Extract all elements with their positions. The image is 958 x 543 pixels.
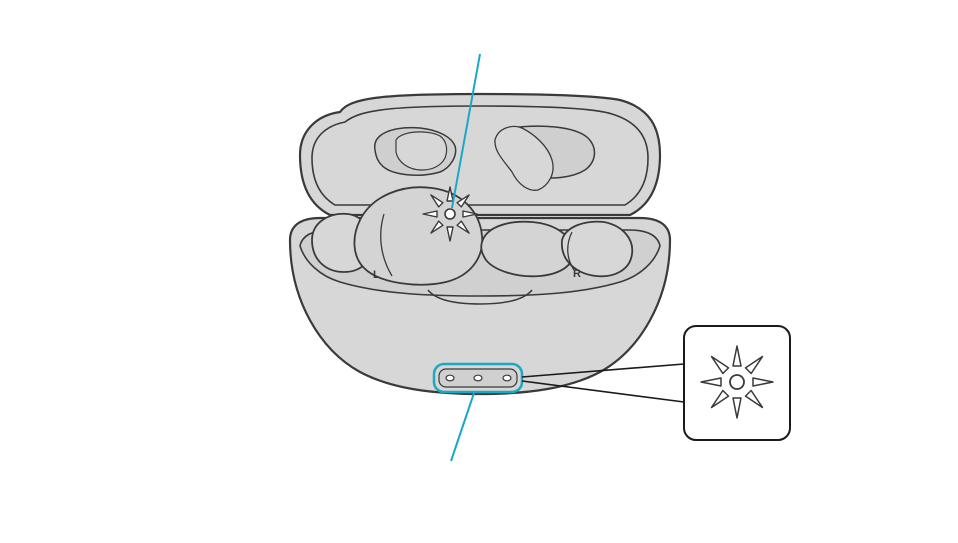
case-lid-inner <box>311 105 649 206</box>
right-earbud-body <box>480 220 575 278</box>
blinking-light-icon <box>422 186 478 242</box>
case-body-hinge <box>427 289 533 305</box>
zoom-connector <box>521 363 685 403</box>
case-indicator-dot-3 <box>502 374 512 382</box>
case-indicator-callout <box>450 392 475 462</box>
lid-cavity-left-inner <box>395 131 448 171</box>
right-earbud-seam <box>567 231 575 271</box>
right-earbud <box>480 220 634 278</box>
left-earbud-seam <box>380 213 393 277</box>
left-earbud-label: L <box>373 269 380 281</box>
case-indicator-lights-icon <box>432 362 524 394</box>
zoom-inset <box>683 325 791 441</box>
right-earbud-tip <box>561 220 634 278</box>
case-lid <box>298 92 662 217</box>
earbud-indicator-callout <box>451 53 481 209</box>
lid-cavity-right-inner <box>494 125 554 191</box>
right-earbud-label: R <box>573 268 581 280</box>
case-indicator-dot-1 <box>445 374 455 382</box>
blinking-light-icon <box>700 345 774 419</box>
case-indicator-dot-2 <box>473 374 483 382</box>
